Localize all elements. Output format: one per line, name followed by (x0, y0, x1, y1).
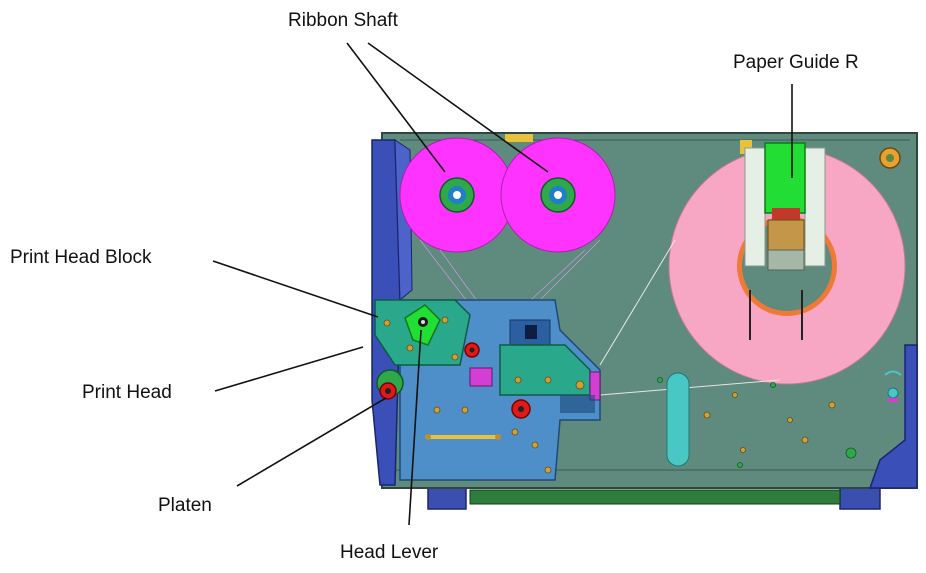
label-paper-guide-r: Paper Guide R (733, 52, 859, 73)
base-pcb (469, 489, 841, 505)
left-foot (427, 486, 467, 510)
right-side-cover (868, 344, 918, 489)
label-ribbon-shaft: Ribbon Shaft (288, 10, 398, 31)
leader-lines (212, 42, 793, 526)
sensor-slot (666, 372, 690, 467)
label-print-head: Print Head (82, 382, 172, 403)
label-platen: Platen (158, 495, 212, 516)
label-print-head-block: Print Head Block (10, 247, 152, 268)
right-foot (839, 486, 881, 510)
label-head-lever: Head Lever (340, 542, 439, 563)
paper-guide-r (764, 142, 806, 214)
